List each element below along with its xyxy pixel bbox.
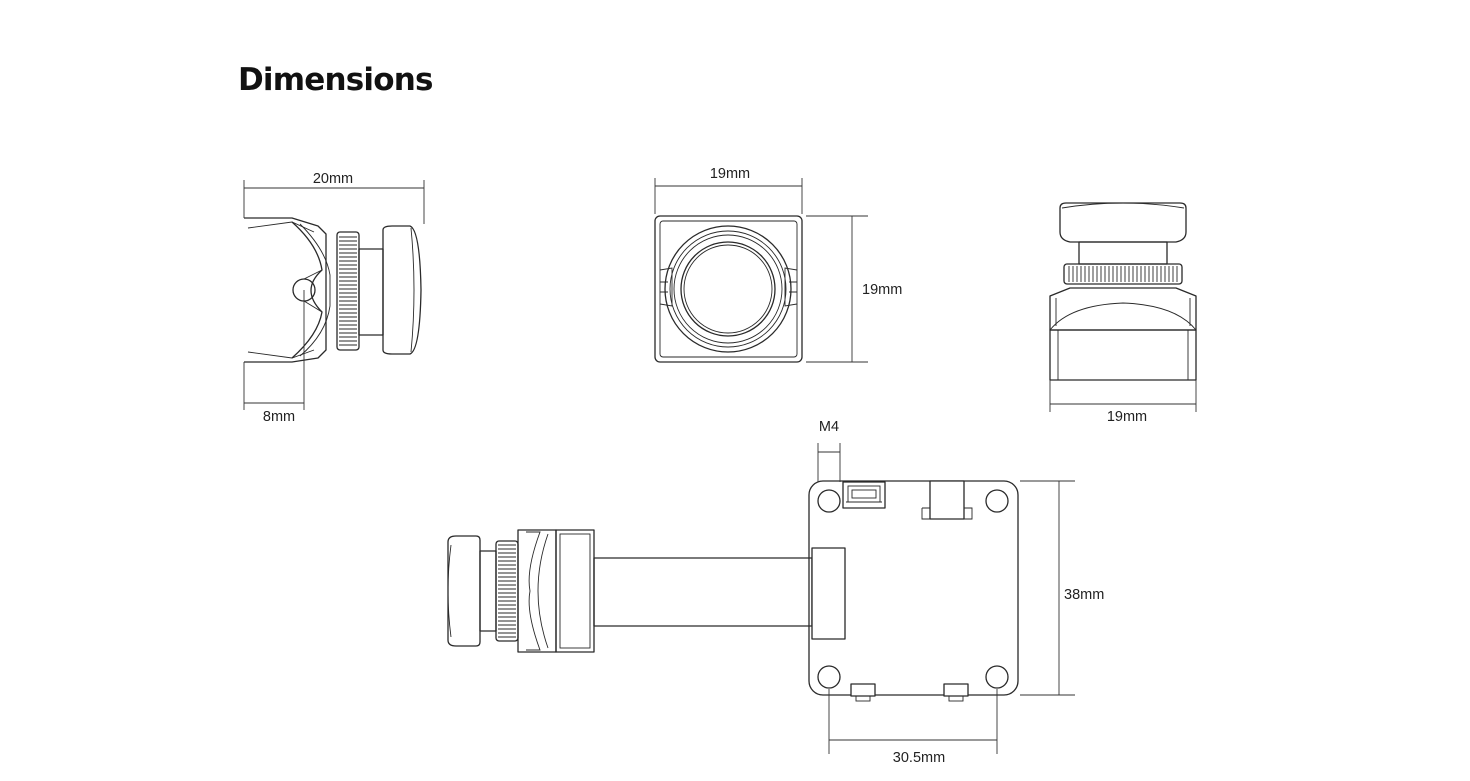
hole-spacing-dimension [828, 689, 998, 754]
board-height-dimension [1020, 480, 1075, 696]
mount-thread-dimension [817, 443, 841, 482]
front-width-dimension [654, 178, 803, 214]
top-width-dimension [1049, 380, 1197, 412]
side-width-label: 20mm [313, 171, 353, 187]
front-width-label: 19mm [710, 166, 750, 182]
side-offset-dimension [243, 290, 305, 410]
camera-assembly-view [447, 480, 1019, 702]
front-height-label: 19mm [862, 282, 902, 298]
camera-side-view [244, 217, 422, 363]
front-height-dimension [806, 215, 868, 363]
side-width-dimension [243, 180, 425, 224]
top-width-label: 19mm [1107, 409, 1147, 425]
side-offset-label: 8mm [263, 409, 295, 425]
camera-front-view [654, 215, 803, 363]
hole-spacing-label: 30.5mm [893, 750, 945, 766]
board-height-label: 38mm [1064, 587, 1104, 603]
mount-thread-label: M4 [819, 419, 839, 435]
page-title: Dimensions [238, 62, 433, 98]
camera-top-view [1049, 202, 1197, 381]
